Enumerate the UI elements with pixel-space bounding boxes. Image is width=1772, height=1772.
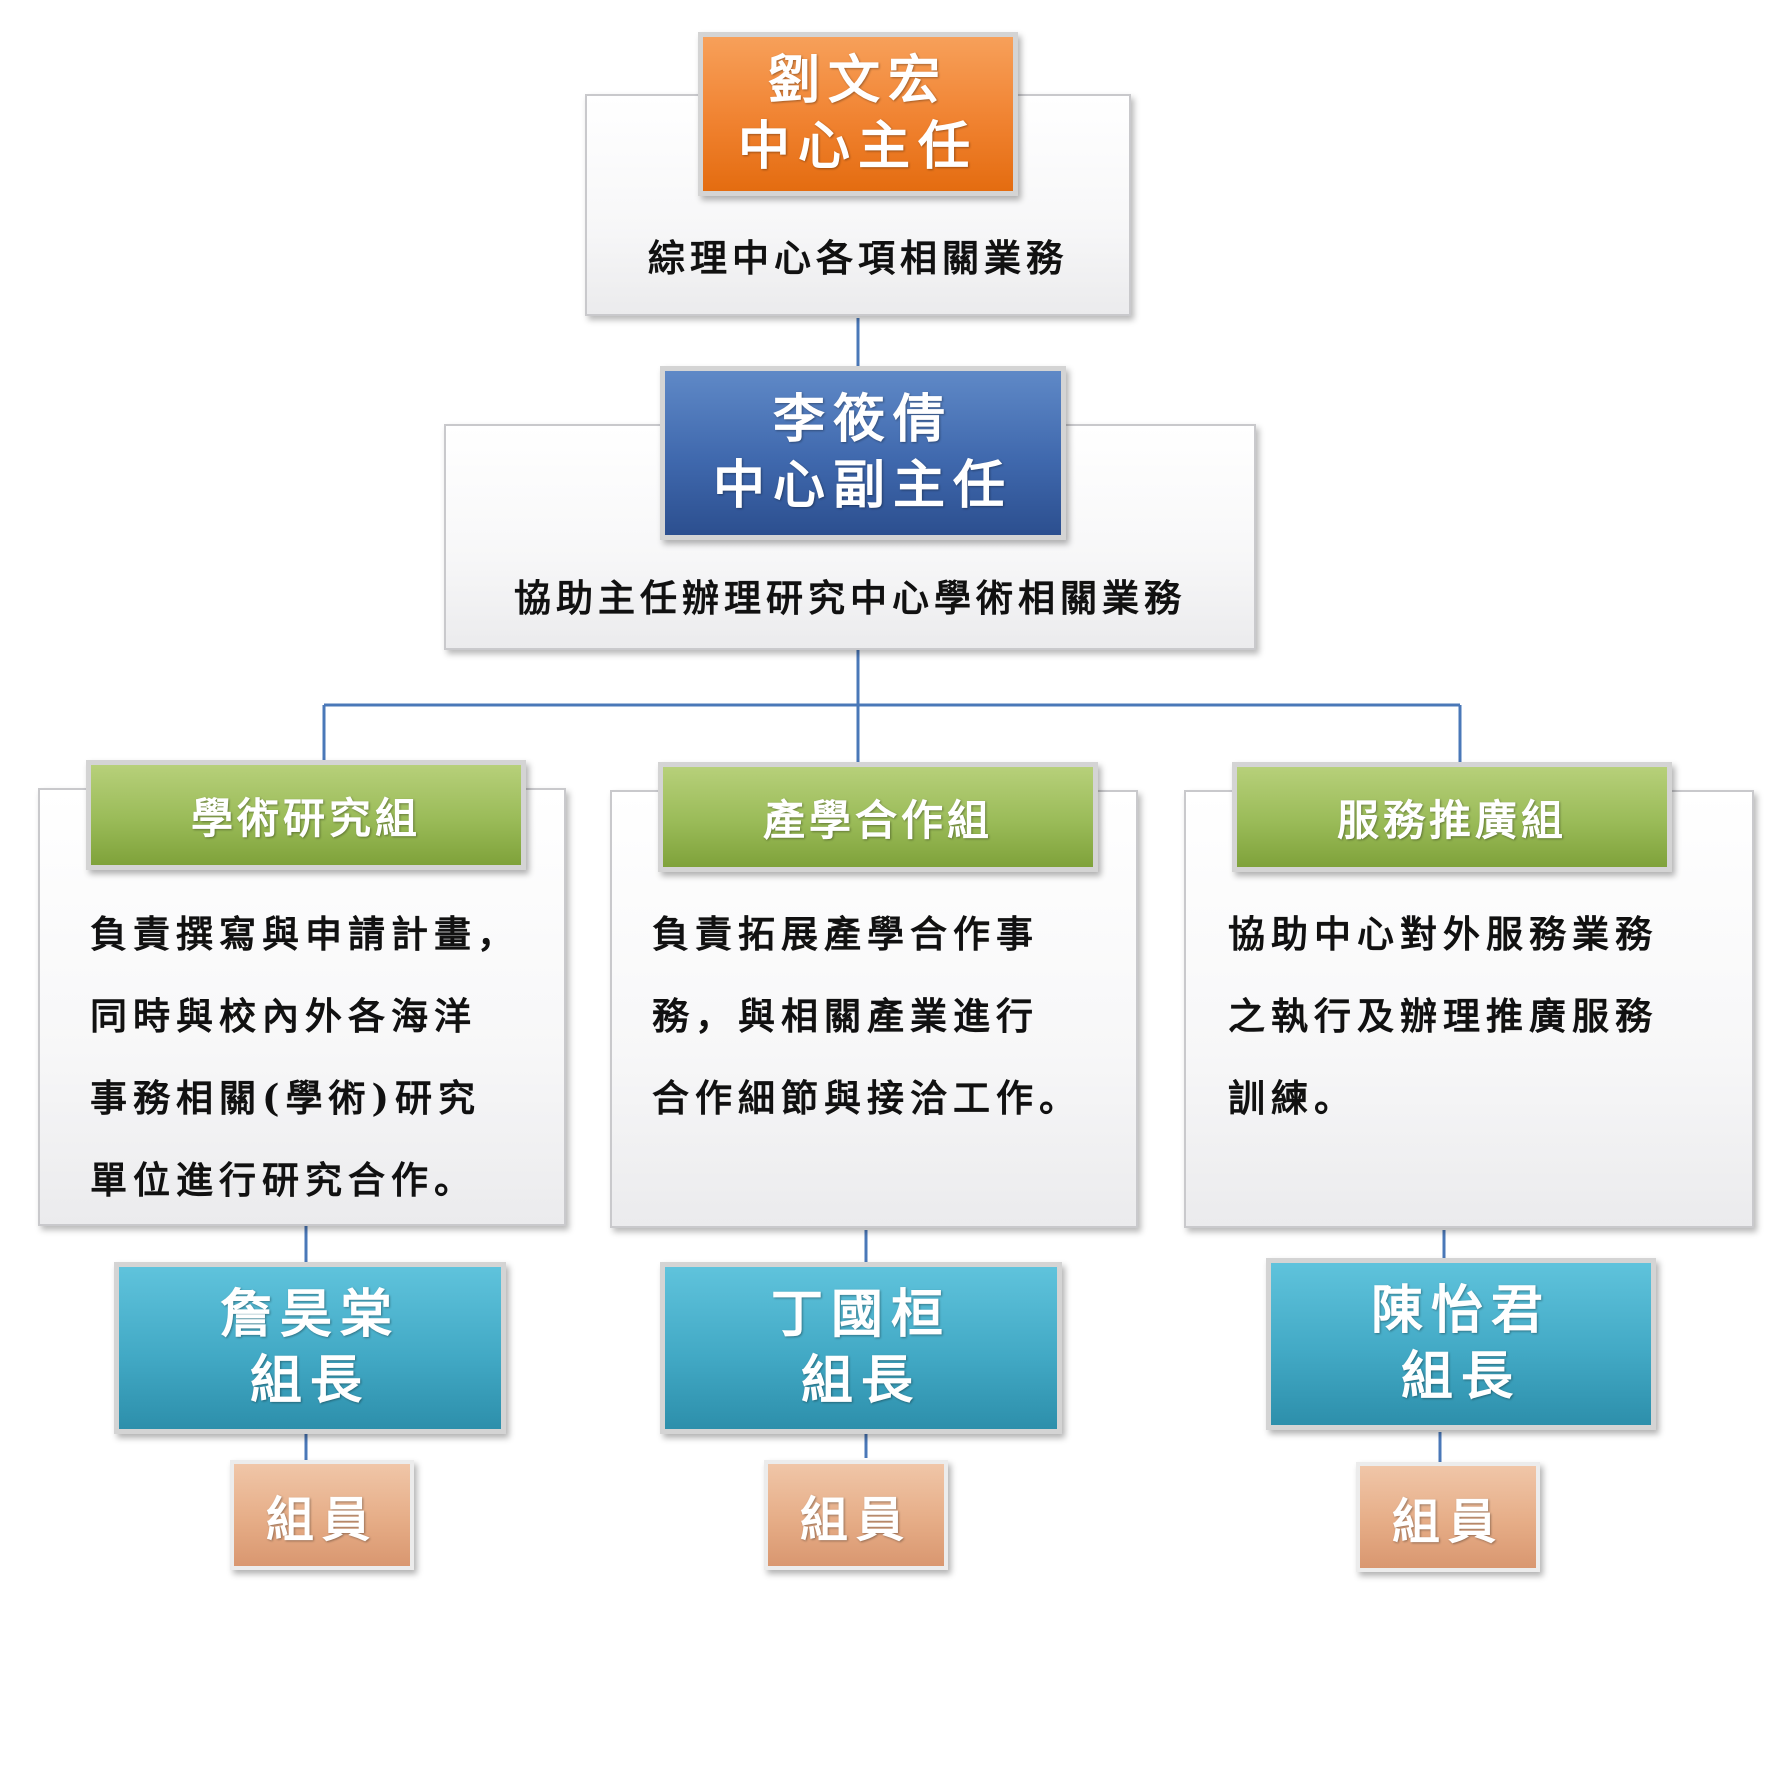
group-1-member: 組員 — [230, 1460, 414, 1570]
group-1-duty-line: 同時與校內外各海洋 — [90, 994, 477, 1038]
group-2-duty-line: 合作細節與接洽工作。 — [652, 1076, 1082, 1120]
deputy-duty: 協助主任辦理研究中心學術相關業務 — [514, 576, 1186, 620]
group-1-duty-line: 事務相關(學術)研究 — [90, 1076, 482, 1120]
group-3-header: 服務推廣組 — [1232, 762, 1672, 872]
group-2-leader-title: 組長 — [800, 1350, 921, 1411]
group-1-duty: 負責撰寫與申請計畫， 同時與校內外各海洋 事務相關(學術)研究 單位進行研究合作… — [90, 893, 520, 1221]
group-3-member-label: 組員 — [1391, 1494, 1504, 1550]
group-1-duty-line: 單位進行研究合作。 — [90, 1158, 477, 1202]
group-3-duty: 協助中心對外服務業務 之執行及辦理推廣服務 訓練。 — [1228, 893, 1658, 1139]
group-1-leader-title: 組長 — [249, 1350, 370, 1411]
group-3-duty-line: 之執行及辦理推廣服務 — [1228, 994, 1658, 1038]
group-2-title: 產學合作組 — [762, 795, 993, 845]
director-title: 中心主任 — [737, 116, 978, 177]
group-1-title: 學術研究組 — [190, 793, 421, 843]
group-2-duty: 負責拓展產學合作事 務，與相關產業進行 合作細節與接洽工作。 — [652, 893, 1082, 1139]
group-3-member: 組員 — [1356, 1462, 1540, 1572]
group-2-header: 產學合作組 — [658, 762, 1098, 872]
group-2-leader-name: 丁國桓 — [770, 1284, 951, 1345]
group-3-duty-line: 協助中心對外服務業務 — [1228, 912, 1658, 956]
group-1-leader: 詹昊棠 組長 — [114, 1262, 506, 1434]
group-2-duty-line: 務，與相關產業進行 — [652, 994, 1039, 1038]
group-1-leader-name: 詹昊棠 — [219, 1284, 400, 1345]
group-1-member-label: 組員 — [265, 1492, 378, 1548]
deputy-name: 李筱倩 — [772, 389, 953, 450]
group-3-leader-name: 陳怡君 — [1370, 1280, 1551, 1341]
group-1-duty-line: 負責撰寫與申請計畫， — [90, 912, 520, 956]
group-2-duty-line: 負責拓展產學合作事 — [652, 912, 1039, 956]
group-3-title: 服務推廣組 — [1336, 795, 1567, 845]
deputy-title: 中心副主任 — [712, 455, 1013, 516]
group-2-leader: 丁國桓 組長 — [660, 1262, 1062, 1434]
group-2-member: 組員 — [764, 1460, 948, 1570]
group-2-member-label: 組員 — [799, 1492, 912, 1548]
group-3-leader-title: 組長 — [1400, 1346, 1521, 1407]
group-3-duty-line: 訓練。 — [1228, 1076, 1357, 1120]
deputy-header: 李筱倩 中心副主任 — [660, 366, 1066, 540]
director-name: 劉文宏 — [767, 50, 948, 111]
group-3-leader: 陳怡君 組長 — [1266, 1258, 1656, 1430]
group-1-header: 學術研究組 — [86, 760, 526, 870]
director-duty: 綜理中心各項相關業務 — [648, 236, 1068, 280]
director-header: 劉文宏 中心主任 — [698, 32, 1018, 196]
